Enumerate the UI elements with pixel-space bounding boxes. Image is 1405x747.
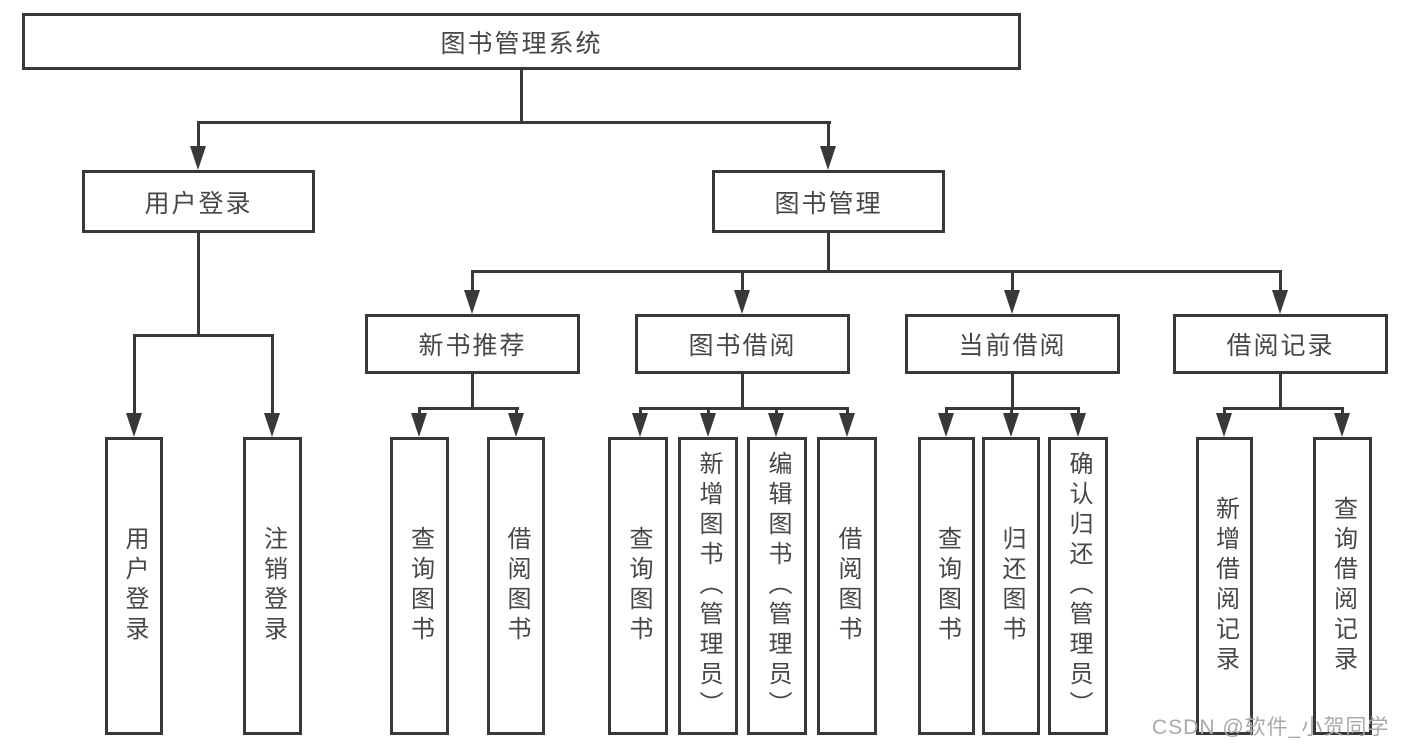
arrow-down-icon: [264, 413, 280, 437]
connector-borrow-rail: [639, 407, 849, 410]
watermark: CSDN @软件_小贺同学: [1152, 716, 1390, 739]
connector-stem: [707, 407, 710, 415]
connector-stem: [1223, 407, 1226, 415]
arrow-down-icon: [411, 413, 427, 437]
connector-stem: [775, 407, 778, 415]
arrow-down-icon: [768, 413, 784, 437]
arrow-down-icon: [464, 290, 480, 314]
leaf-add-record: 新增借阅记录: [1196, 437, 1253, 735]
connector-stem: [1077, 407, 1080, 415]
connector-stem: [1011, 270, 1014, 292]
connector-mgmt-rail: [471, 270, 1282, 273]
arrow-down-icon: [1334, 413, 1350, 437]
connector-stem: [1279, 270, 1282, 292]
arrow-down-icon: [190, 146, 206, 170]
connector-mgmt-drop: [827, 233, 830, 271]
connector-current-drop: [1011, 374, 1014, 410]
arrow-down-icon: [126, 413, 142, 437]
connector-stem: [133, 334, 136, 414]
leaf-query-book-borrow: 查询图书: [608, 437, 668, 735]
arrow-down-icon: [938, 413, 954, 437]
leaf-query-book-rec: 查询图书: [390, 437, 449, 735]
leaf-edit-book: 编辑图书（管理员）: [747, 437, 807, 735]
arrow-down-icon: [820, 146, 836, 170]
node-book-mgmt: 图书管理: [712, 170, 945, 233]
connector-stem: [515, 407, 518, 415]
arrow-down-icon: [1003, 413, 1019, 437]
leaf-confirm-return: 确认归还（管理员）: [1048, 437, 1108, 735]
node-current-borrow: 当前借阅: [905, 314, 1120, 374]
arrow-down-icon: [839, 413, 855, 437]
connector-stem: [741, 270, 744, 292]
connector-root-drop: [520, 70, 523, 123]
arrow-down-icon: [1070, 413, 1086, 437]
connector-rec-drop: [471, 374, 474, 410]
connector-root-rail: [197, 121, 831, 124]
node-new-book-rec: 新书推荐: [365, 314, 580, 374]
arrow-down-icon: [508, 413, 524, 437]
connector-stem: [418, 407, 421, 415]
connector-stem: [639, 407, 642, 415]
arrow-down-icon: [632, 413, 648, 437]
node-user-login: 用户登录: [82, 170, 315, 233]
connector-record-rail: [1223, 407, 1344, 410]
connector-stem-user-login: [197, 121, 200, 148]
connector-login-rail: [133, 334, 274, 337]
leaf-query-record: 查询借阅记录: [1313, 437, 1372, 735]
leaf-borrow-book-rec: 借阅图书: [487, 437, 545, 735]
leaf-logout: 注销登录: [243, 437, 302, 735]
connector-stem: [1010, 407, 1013, 415]
connector-login-drop: [197, 233, 200, 336]
connector-rec-rail: [418, 407, 519, 410]
leaf-return-book: 归还图书: [982, 437, 1040, 735]
arrow-down-icon: [1004, 290, 1020, 314]
leaf-add-book: 新增图书（管理员）: [678, 437, 738, 735]
connector-stem: [271, 334, 274, 414]
node-book-borrow: 图书借阅: [635, 314, 850, 374]
connector-record-drop: [1279, 374, 1282, 410]
leaf-user-login: 用户登录: [105, 437, 163, 735]
leaf-borrow-book-borrow: 借阅图书: [817, 437, 877, 735]
node-borrow-record: 借阅记录: [1173, 314, 1388, 374]
node-root: 图书管理系统: [22, 13, 1021, 70]
connector-stem: [471, 270, 474, 292]
connector-stem-book-mgmt: [827, 121, 830, 148]
connector-stem: [1341, 407, 1344, 415]
connector-stem: [846, 407, 849, 415]
arrow-down-icon: [1216, 413, 1232, 437]
connector-borrow-drop: [741, 374, 744, 410]
arrow-down-icon: [1272, 290, 1288, 314]
leaf-query-book-current: 查询图书: [918, 437, 975, 735]
arrow-down-icon: [734, 290, 750, 314]
arrow-down-icon: [700, 413, 716, 437]
connector-stem: [945, 407, 948, 415]
